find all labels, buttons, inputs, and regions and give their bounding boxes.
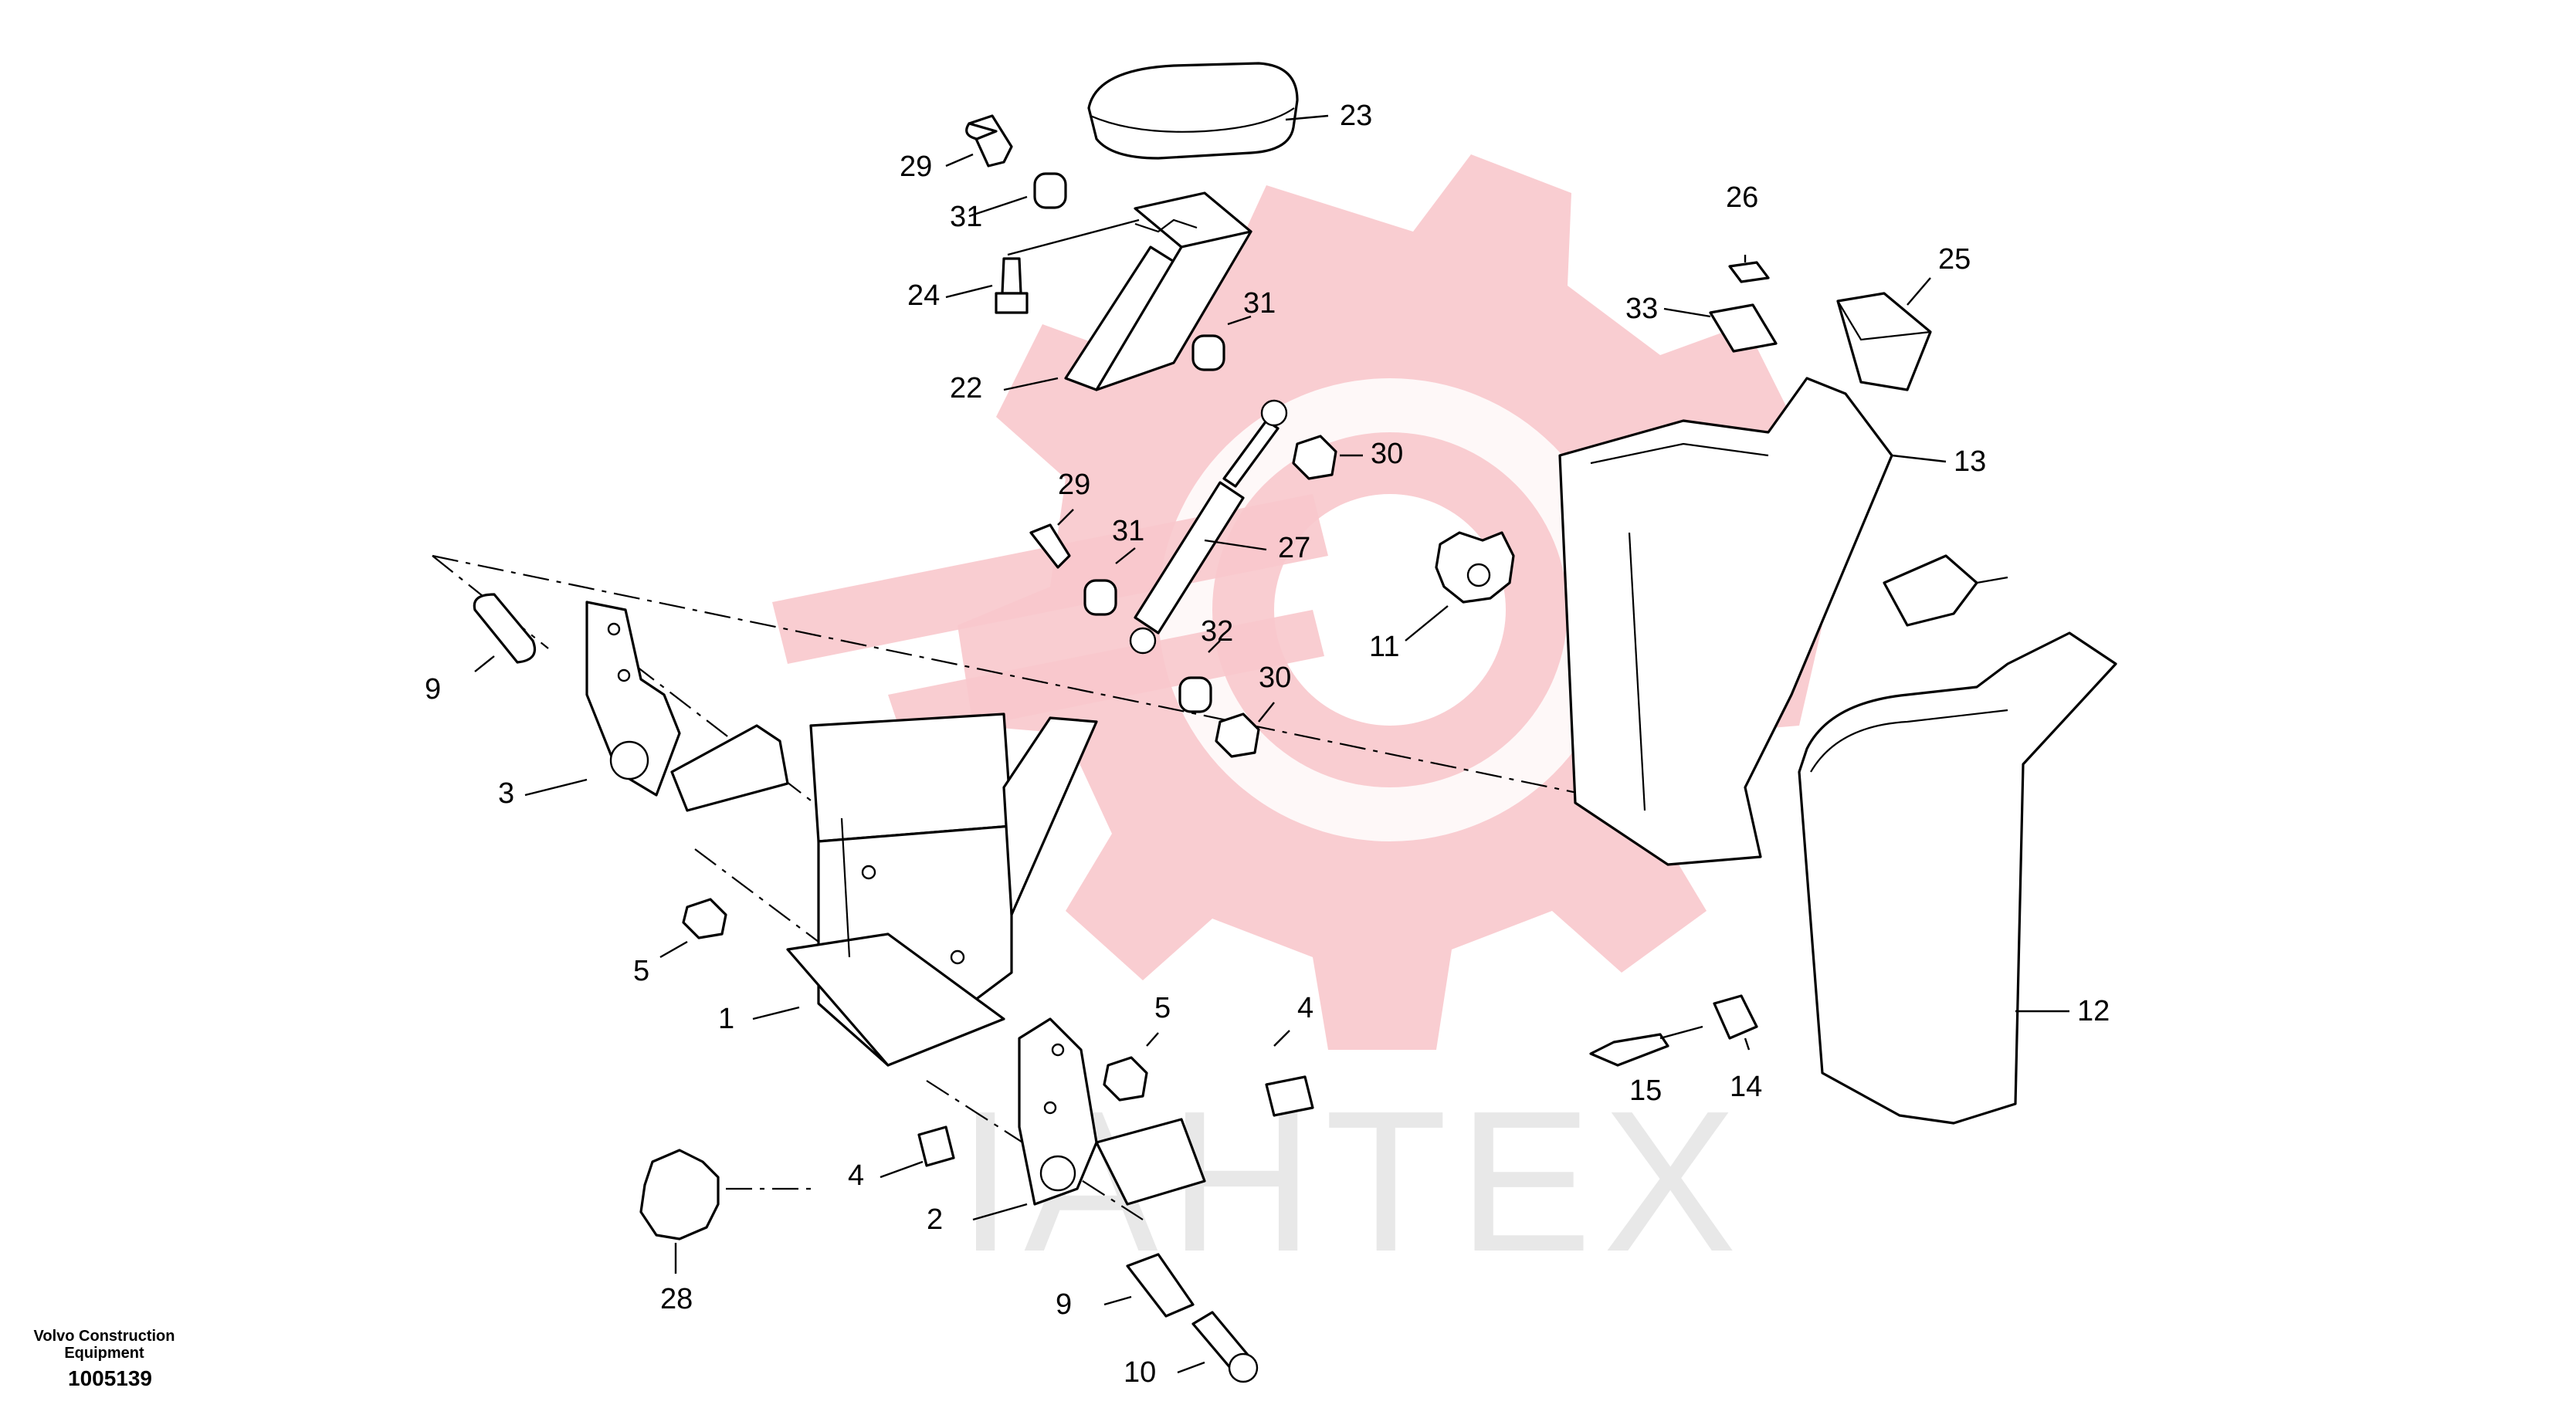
manufacturer-line-2: Equipment (64, 1345, 144, 1362)
callout-10: 10 (1124, 1356, 1156, 1389)
drawing-number: 1005139 (68, 1366, 153, 1390)
callout-9-upper: 9 (425, 673, 441, 706)
upper-cover (1558, 377, 1893, 866)
support-tube (1064, 191, 1252, 391)
callout-22: 22 (950, 372, 982, 404)
gas-spring (1129, 399, 1288, 655)
callout-24: 24 (907, 279, 940, 312)
callout-31-low: 32 (1201, 615, 1233, 648)
callout-4-lower: 4 (848, 1159, 864, 1192)
callout-15: 15 (1629, 1075, 1662, 1107)
callout-4-right: 4 (1297, 992, 1313, 1024)
callout-5-right: 5 (1154, 992, 1171, 1024)
watermark-gear-logo: IAHTEX (772, 154, 1822, 1294)
callout-31-left: 31 (1112, 515, 1144, 547)
callout-25: 25 (1938, 243, 1971, 276)
callout-27: 27 (1278, 532, 1310, 564)
callout-30-upper: 30 (1371, 438, 1403, 470)
callout-9-lower: 9 (1056, 1288, 1072, 1321)
callout-1: 1 (718, 1003, 734, 1035)
lower-hinge-bracket (1018, 1017, 1206, 1206)
star-knob (1435, 531, 1515, 604)
callout-23: 23 (1340, 100, 1372, 132)
side-cover (1798, 631, 2117, 1125)
callout-12: 12 (2077, 995, 2110, 1027)
switch-cap (1836, 292, 1932, 391)
leader-lines (474, 114, 2069, 1374)
large-star-knob (639, 1149, 720, 1240)
callout-13: 13 (1954, 445, 1986, 478)
callout-3: 3 (498, 777, 514, 810)
callout-31-mid: 31 (1243, 287, 1276, 320)
callout-11: 11 (1369, 631, 1399, 663)
callout-labels: 1 2 3 4 4 5 5 9 9 10 11 12 13 14 15 22 2… (425, 100, 2110, 1389)
left-hinge-bracket (585, 601, 789, 812)
callout-29-upper: 29 (900, 151, 932, 183)
callout-32: 33 (1625, 293, 1658, 325)
callout-30-lower: 30 (1259, 662, 1291, 694)
callout-26: 26 (1726, 181, 1758, 214)
callout-29-lower: 29 (1058, 469, 1090, 501)
armrest-pad (1087, 62, 1299, 160)
callout-31-top: 31 (950, 201, 982, 233)
small-bracket (1883, 554, 1978, 627)
manufacturer-label: Volvo Construction Equipment (15, 1328, 193, 1362)
callout-5-left: 5 (633, 955, 649, 987)
callout-28: 28 (660, 1283, 693, 1315)
callout-2: 2 (927, 1203, 943, 1236)
manufacturer-line-1: Volvo Construction (33, 1328, 175, 1345)
main-bracket-frame (786, 712, 1098, 1067)
hardware (473, 114, 1778, 1383)
callout-14: 14 (1730, 1071, 1762, 1103)
